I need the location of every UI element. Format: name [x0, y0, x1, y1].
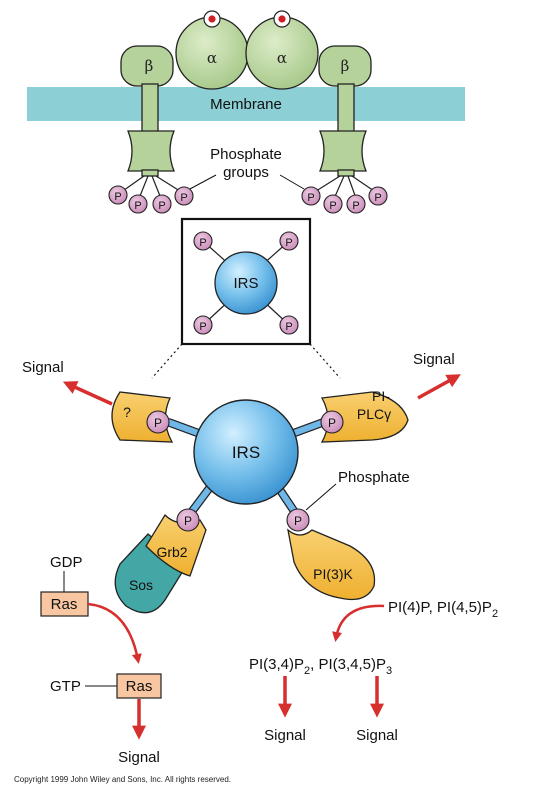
signal-label-left: Signal [22, 359, 64, 376]
phosphate-groups-label-line2: groups [223, 164, 269, 181]
pi-plc-gamma-label-line1: PI- [372, 388, 390, 404]
pi-plc-gamma-protein: PI- PLCγ [320, 388, 409, 443]
pi-signal-label-left: Signal [264, 727, 306, 744]
pi-substrates-label: PI(4)P, PI(4,5)P2 [388, 599, 498, 620]
beta-subunit-left: β [120, 45, 175, 177]
svg-text:P: P [285, 321, 292, 333]
ras-activation-arrow [87, 602, 142, 664]
svg-text:P: P [114, 191, 121, 203]
phosphate-p-left-1: P [108, 185, 128, 205]
inset-phosphate-3: P [193, 315, 213, 335]
grb2-label: Grb2 [156, 544, 187, 560]
irs-protein [193, 399, 299, 505]
pi-products-label: PI(3,4)P2, PI(3,4,5)P3 [249, 656, 392, 677]
inset-phosphate-4: P [279, 315, 299, 335]
phosphate-groups-left [119, 175, 184, 202]
irs-phosphate-right: P [320, 410, 344, 434]
inset-phosphate-2: P [279, 231, 299, 251]
alpha-subunit-right: α [245, 10, 319, 90]
svg-text:P: P [199, 321, 206, 333]
sos-label: Sos [129, 577, 153, 593]
ras-pathway: GDP Ras GTP Ras Signal [40, 554, 162, 766]
beta-subunit-right: β [318, 45, 372, 177]
zoom-line-left [151, 343, 183, 379]
svg-text:P: P [180, 192, 187, 204]
svg-text:β: β [341, 57, 350, 75]
zoom-line-right [309, 343, 341, 379]
phosphate-p-right-1: P [301, 186, 321, 206]
pi3k-label: PI(3)K [313, 566, 353, 582]
ras-signal-label: Signal [118, 749, 160, 766]
svg-text:P: P [294, 514, 302, 528]
pi-signal-label-right: Signal [356, 727, 398, 744]
unknown-adapter-label: ? [123, 404, 131, 420]
inset-irs-label: IRS [233, 275, 258, 292]
phosphate-p-right-4: P [368, 186, 388, 206]
svg-text:P: P [328, 416, 336, 430]
pi3k-conversion-arrow [332, 604, 385, 642]
phosphate-p-left-3: P [152, 194, 172, 214]
irs-phosphate-pi3k: P [286, 508, 310, 532]
svg-text:P: P [329, 200, 336, 212]
inset-irs-protein [214, 251, 278, 315]
phosphate-p-right-3: P [346, 194, 366, 214]
pi-pathway: PI(4)P, PI(4,5)P2 PI(3,4)P2, PI(3,4,5)P3… [249, 599, 498, 744]
phosphate-groups-label: Phosphate [210, 146, 282, 163]
irs-phosphate-left: P [146, 410, 170, 434]
svg-text:α: α [277, 49, 287, 67]
signal-arrow-left [62, 381, 113, 406]
svg-text:β: β [145, 57, 154, 75]
signal-label-right: Signal [413, 351, 455, 368]
phosphate-p-left-2: P [128, 194, 148, 214]
svg-text:P: P [134, 200, 141, 212]
pi-plc-gamma-label-line2: PLCγ [357, 406, 391, 422]
alpha-subunit-left: α [175, 10, 249, 90]
svg-text:P: P [307, 192, 314, 204]
ras-gdp-label: Ras [51, 596, 78, 613]
gtp-label: GTP [50, 678, 81, 695]
gdp-label: GDP [50, 554, 83, 571]
irs-label: IRS [232, 443, 260, 462]
insulin-receptor: Membrane β β α α [27, 10, 465, 214]
phosphate-p-left-4: P [174, 186, 194, 206]
svg-text:P: P [352, 200, 359, 212]
pi3k-protein: PI(3)K [287, 528, 376, 601]
svg-text:P: P [374, 192, 381, 204]
inset-phosphate-1: P [193, 231, 213, 251]
phosphate-label: Phosphate [338, 469, 410, 486]
svg-text:P: P [158, 200, 165, 212]
svg-text:P: P [154, 416, 162, 430]
irs-inset-box: IRS P P P P [180, 217, 312, 346]
membrane-band [27, 87, 465, 121]
svg-text:P: P [184, 514, 192, 528]
ras-gtp-box [116, 673, 162, 699]
phosphate-groups-right [312, 175, 378, 202]
membrane-label: Membrane [210, 96, 282, 113]
svg-text:P: P [285, 237, 292, 249]
svg-text:P: P [199, 237, 206, 249]
signal-arrow-right [417, 374, 461, 400]
ras-gdp-box [40, 591, 89, 617]
svg-text:α: α [207, 49, 217, 67]
irs-phosphate-grb2: P [176, 508, 200, 532]
phosphate-p-right-2: P [323, 194, 343, 214]
ras-gtp-label: Ras [126, 678, 153, 695]
copyright-notice: Copyright 1999 John Wiley and Sons, Inc.… [14, 775, 231, 784]
